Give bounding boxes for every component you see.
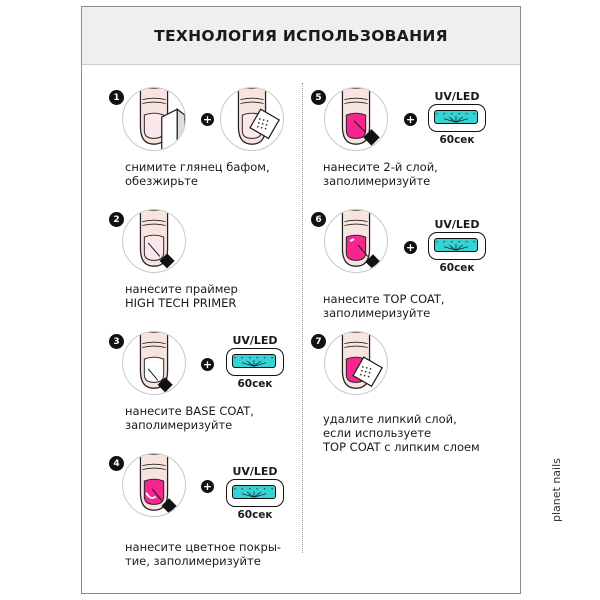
step-3-illustration bbox=[122, 331, 186, 395]
page-title: ТЕХНОЛОГИЯ ИСПОЛЬЗОВАНИЯ bbox=[154, 26, 448, 45]
step-2-illustration bbox=[122, 209, 186, 273]
step-5-number: 5 bbox=[311, 90, 326, 105]
step-2-caption: нанесите праймер HIGH TECH PRIMER bbox=[125, 282, 238, 310]
step-3-number: 3 bbox=[109, 334, 124, 349]
uv-led-lamp-icon: UV/LED • • • • • • • • 60сек bbox=[224, 334, 286, 396]
uv-led-lamp-icon: UV/LED • • • • • • • • 60сек bbox=[224, 465, 286, 527]
step-6-caption: нанесите TOP COAT, заполимеризуйте bbox=[323, 292, 445, 320]
step-7-number: 7 bbox=[311, 334, 326, 349]
plus-icon: + bbox=[404, 241, 417, 254]
column-divider bbox=[302, 83, 303, 553]
step-6-number: 6 bbox=[311, 212, 326, 227]
step-5-caption: нанесите 2-й слой, заполимеризуйте bbox=[323, 160, 438, 188]
step-4-number: 4 bbox=[109, 456, 124, 471]
step-7-caption: удалите липкий слой, если используете TO… bbox=[323, 412, 480, 454]
step-1-illustration bbox=[122, 87, 186, 151]
step-1-degrease-illustration bbox=[220, 87, 284, 151]
step-3-caption: нанесите BASE COAT, заполимеризуйте bbox=[125, 404, 254, 432]
uv-led-lamp-icon: UV/LED • • • • • • • • 60сек bbox=[426, 90, 488, 152]
plus-icon: + bbox=[404, 113, 417, 126]
plus-icon: + bbox=[201, 358, 214, 371]
brand-label: planet nails bbox=[550, 458, 563, 522]
step-4-illustration bbox=[122, 453, 186, 517]
plus-icon: + bbox=[201, 113, 214, 126]
step-4-caption: нанесите цветное покры- тие, заполимериз… bbox=[125, 540, 282, 568]
step-2-number: 2 bbox=[109, 212, 124, 227]
step-1-caption: снимите глянец бафом, обезжирьте bbox=[125, 160, 270, 188]
step-7-illustration bbox=[324, 331, 388, 395]
step-6-illustration bbox=[324, 209, 388, 273]
header-bar: ТЕХНОЛОГИЯ ИСПОЛЬЗОВАНИЯ bbox=[82, 7, 520, 65]
step-5-illustration bbox=[324, 87, 388, 151]
uv-led-lamp-icon: UV/LED • • • • • • • • 60сек bbox=[426, 218, 488, 280]
step-1-number: 1 bbox=[109, 90, 124, 105]
plus-icon: + bbox=[201, 480, 214, 493]
